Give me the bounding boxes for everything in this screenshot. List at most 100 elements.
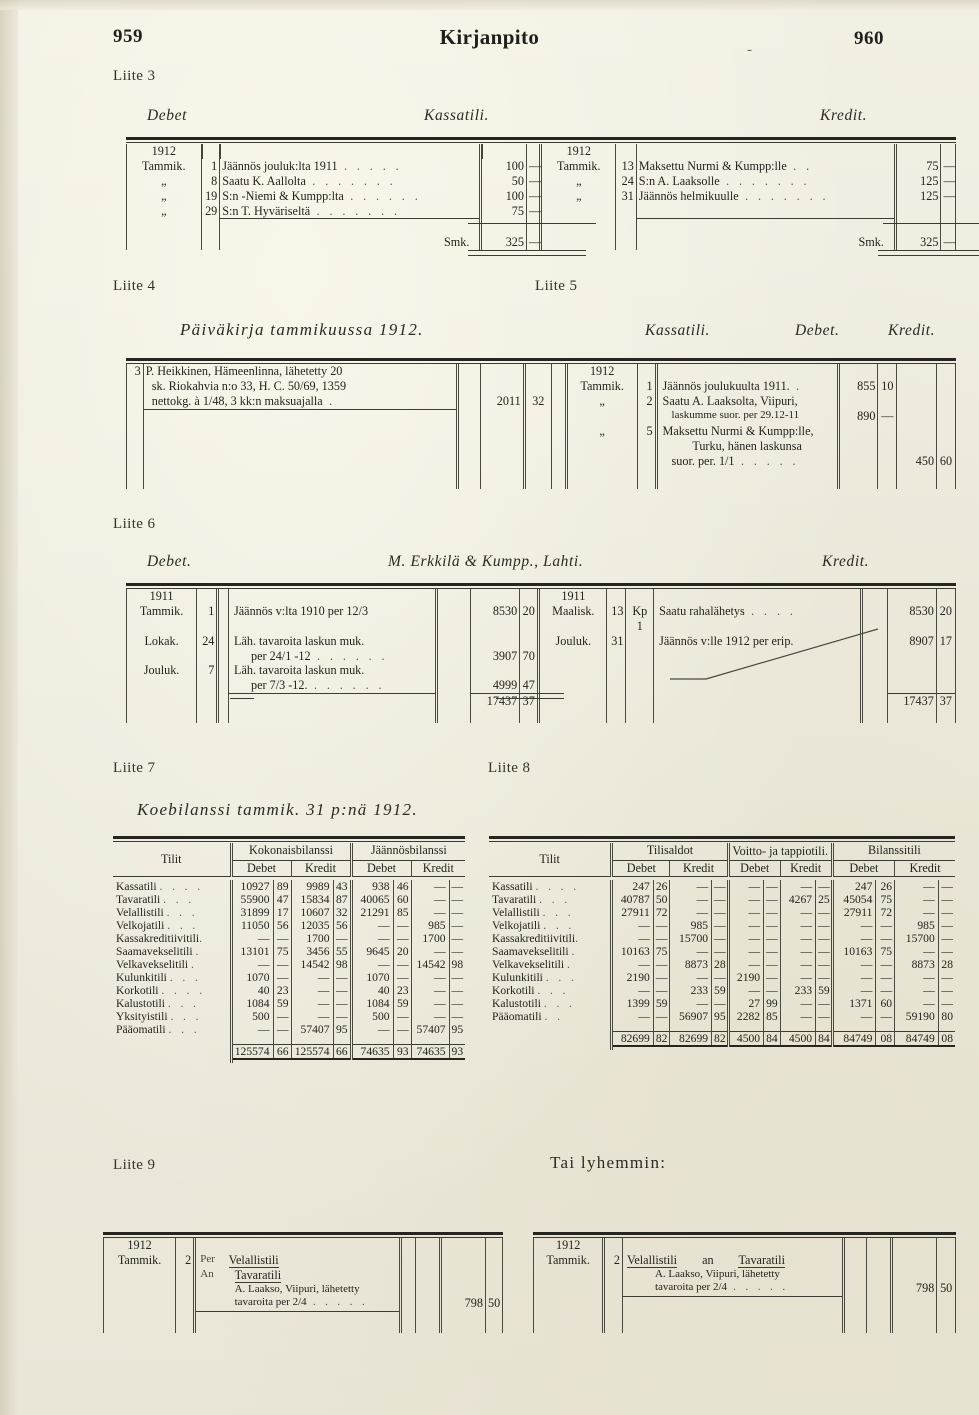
liite3-left-year: 1912: [151, 144, 176, 158]
liite7-sub-2: Debet: [366, 861, 397, 875]
liite4-pennies: 32: [532, 393, 545, 408]
page-number-left: 959: [113, 26, 143, 47]
liite-3-kredit-caption: Kredit.: [820, 107, 868, 124]
liite3-right-total-pennies: —: [943, 234, 956, 249]
liite-6-strikethrough: [670, 628, 879, 680]
liite7-total-2: 125574: [294, 1044, 330, 1058]
liite5-debet-p-1: —: [881, 409, 894, 424]
liite5-year: 1912: [589, 364, 615, 378]
liite8-row-9-name: Kalustotili: [492, 997, 541, 1010]
liite5-debet-0: 855: [857, 378, 876, 393]
liite6-left-day-0: 1: [208, 603, 215, 618]
liite6-right-total-pennies: 37: [939, 694, 952, 709]
liite7-sub-0: Debet: [246, 861, 277, 875]
table-row: Kulunkitili . . .2190———2190———————: [492, 971, 955, 984]
liite3-right-pennies-1: —: [943, 173, 956, 188]
liite9-right-year: 1912: [555, 1238, 581, 1252]
liite-6-kredit-caption: Kredit.: [822, 553, 870, 570]
liite-9-label: Liite 9: [113, 1157, 156, 1173]
liite3-left-text-3: S:n T. Hyväriseltä: [222, 203, 311, 218]
liite7-row-9-name: Kalustotili: [116, 997, 165, 1010]
liite6-left-date-1: Lokak.: [144, 633, 179, 648]
liite8-sub-3: Kredit: [790, 861, 822, 875]
liite8-sub-2: Debet: [740, 861, 770, 875]
liite9-right-day: 2: [613, 1252, 620, 1267]
running-head: 959 Kirjanpito - 960: [0, 25, 979, 58]
liite8-row-7-name: Kulunkitili: [492, 971, 543, 984]
liite6-left-date-0: Tammik.: [139, 603, 184, 618]
liite-3-table: 1912 1912 Tammik. 1 Jäännös jouluk:lta 1…: [126, 137, 979, 256]
liite-5-debet-caption: Debet.: [795, 322, 840, 339]
liite8-row-0-name: Kassatili: [492, 880, 533, 893]
liite6-left-text-1a: Läh. tavaroita laskun muk.: [234, 633, 365, 648]
liite8-sub-0: Debet: [626, 861, 656, 875]
liite8-row-10-name: Pääomatili: [492, 1010, 542, 1023]
liite3-left-text-2: S:n -Niemi & Kumpp:lta: [222, 188, 344, 203]
liite5-text-2c: suor. per. 1/1: [671, 453, 735, 468]
table-row: Velkojatili . . .——985———————985—: [492, 919, 955, 932]
liite3-right-text-2: Jäännös helmikuulle: [638, 188, 739, 203]
liite7-group-0: Kokonaisbilanssi: [249, 843, 333, 857]
liite-5-kredit-caption: Kredit.: [888, 322, 936, 339]
liite3-right-text-1: S:n A. Laaksolle: [638, 173, 720, 188]
page-edge-shadow-top: [0, 0, 979, 10]
liite7-row-4-name: Kassakreditiivitili: [116, 932, 200, 945]
liite6-left-amount-0: 8530: [492, 603, 518, 618]
liite3-left-pennies-3: —: [528, 203, 542, 218]
liite6-right-pennies-0: 20: [939, 603, 952, 618]
liite7-row-1-name: Tavaratili: [116, 893, 161, 906]
liite8-row-6-name: Velkavekselitili: [492, 958, 565, 971]
liite6-right-day-0: 13: [611, 603, 624, 618]
liite5-month: Tammik.: [580, 378, 624, 393]
liite6-left-text-2b: per 7/3 -12.: [251, 678, 308, 693]
liite3-right-pennies-0: —: [943, 158, 956, 173]
liite3-right-total-label: Smk.: [858, 234, 884, 249]
liite3-right-day-0: 13: [621, 158, 634, 173]
liite8-row-4-name: Kassakreditiivitili: [492, 932, 576, 945]
liite6-left-pennies-1: 70: [522, 648, 535, 663]
liite9-left-an-label: An: [200, 1267, 214, 1280]
liite7-total-3: 66: [335, 1044, 348, 1058]
liite5-debet-p-0: 10: [881, 378, 894, 393]
liite6-left-text-2a: Läh. tavaroita laskun muk.: [234, 663, 365, 678]
liite6-left-year: 1911: [149, 589, 174, 603]
liite7-total-7: 93: [451, 1044, 464, 1058]
liite6-right-amount-0: 8530: [909, 603, 934, 618]
liite3-left-amount-2: 100: [505, 188, 524, 203]
liite4-line2: sk. Riokahvia n:o 33, H. C. 50/69, 1359: [151, 378, 347, 393]
liite9-left-desc1: A. Laakso, Viipuri, lähetetty: [234, 1282, 360, 1295]
liite3-right-month: Tammik.: [557, 158, 601, 173]
liite3-left-total-label: Smk.: [443, 234, 470, 249]
liite9-left-an-account: Tavaratili: [234, 1267, 282, 1283]
liite8-group-1: Voitto- ja tappiotili.: [732, 843, 828, 858]
liite7-sub-1: Kredit: [304, 861, 337, 875]
liite8-sub-1: Kredit: [683, 861, 715, 875]
liite-7-label: Liite 7: [113, 760, 156, 776]
liite-6-debet-caption: Debet.: [147, 553, 192, 570]
liite3-left-pennies-2: —: [528, 188, 542, 203]
liite-9-left-table: 1912 Tammik. 2 Per Velallistili: [102, 1232, 504, 1334]
liite3-right-total: 325: [920, 234, 939, 249]
liite7-total-0: 125574: [234, 1044, 270, 1058]
liite3-left-text-0: Jäännös jouluk:lta 1911: [222, 158, 338, 173]
head-marker: -: [747, 42, 752, 58]
liite5-text-2b: Turku, hänen laskunsa: [692, 438, 802, 453]
liite6-right-year: 1911: [561, 589, 586, 603]
liite3-right-text-0: Maksettu Nurmi & Kumpp:lle: [638, 158, 787, 173]
liite-7-caption: Koebilanssi tammik. 31 p:nä 1912.: [137, 800, 418, 819]
liite9-left-day: 2: [185, 1252, 192, 1267]
liite3-left-total-pennies: —: [528, 234, 542, 249]
liite8-group-0: Tilisaldot: [646, 843, 694, 857]
liite3-left-ditto-1: „: [161, 173, 167, 188]
liite6-left-text-0: Jäännös v:lta 1910 per 12/3: [234, 603, 369, 618]
liite6-left-day-1: 24: [202, 633, 215, 648]
liite3-right-day-1: 24: [621, 173, 634, 188]
liite6-left-total: 17437: [486, 694, 518, 709]
liite6-left-pennies-0: 20: [522, 603, 535, 618]
